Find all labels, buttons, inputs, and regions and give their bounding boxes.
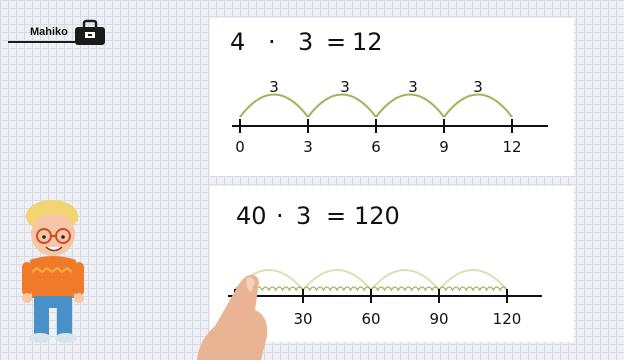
- jump-label: 3: [269, 78, 279, 96]
- tick-label: 30: [293, 310, 312, 328]
- multiplication-panel-bottom: 40 · 3 = 120 30 60 90 120: [210, 186, 574, 342]
- jump-arc: [239, 93, 309, 118]
- brand-logo[interactable]: Mahiko: [8, 18, 118, 48]
- tick-label: 12: [502, 138, 521, 156]
- product-result: 120: [354, 202, 400, 230]
- brand-underline: [8, 41, 83, 43]
- equals-sign: =: [326, 202, 347, 230]
- tick-label: 0: [235, 138, 245, 156]
- multiplication-panel-top: 4 · 3 = 12 3 3 3 3 0 3 6 9 12: [210, 18, 574, 176]
- jump-label: 3: [473, 78, 483, 96]
- tick-label: 90: [429, 310, 448, 328]
- jump-label: 3: [340, 78, 350, 96]
- tick-label: 60: [361, 310, 380, 328]
- tick-label: 3: [303, 138, 313, 156]
- jump-label: 3: [408, 78, 418, 96]
- large-jump-arc: [370, 269, 440, 291]
- large-jump-arc: [302, 269, 372, 291]
- factor-b: 3: [298, 28, 314, 56]
- tick-label: 6: [371, 138, 381, 156]
- operator-dot: ·: [276, 202, 284, 230]
- factor-a: 40: [236, 202, 267, 230]
- jump-arc: [375, 93, 445, 118]
- operator-dot: ·: [268, 28, 276, 56]
- number-line-bottom: 30 60 90 120: [228, 269, 542, 328]
- brand-name: Mahiko: [30, 26, 68, 38]
- product-result: 12: [352, 28, 383, 56]
- tick-label: 9: [439, 138, 449, 156]
- factor-b: 3: [296, 202, 312, 230]
- jump-arc: [307, 93, 377, 118]
- toolbox-icon: [75, 19, 105, 45]
- equals-sign: =: [326, 28, 347, 56]
- number-line-top: 3 3 3 3 0 3 6 9 12: [232, 78, 548, 156]
- boy-character-illustration: [22, 200, 84, 343]
- pointing-hand-illustration: [197, 274, 268, 360]
- factor-a: 4: [230, 28, 246, 56]
- large-jump-arc: [438, 269, 508, 291]
- jump-arc: [443, 93, 513, 118]
- tick-label: 120: [493, 310, 522, 328]
